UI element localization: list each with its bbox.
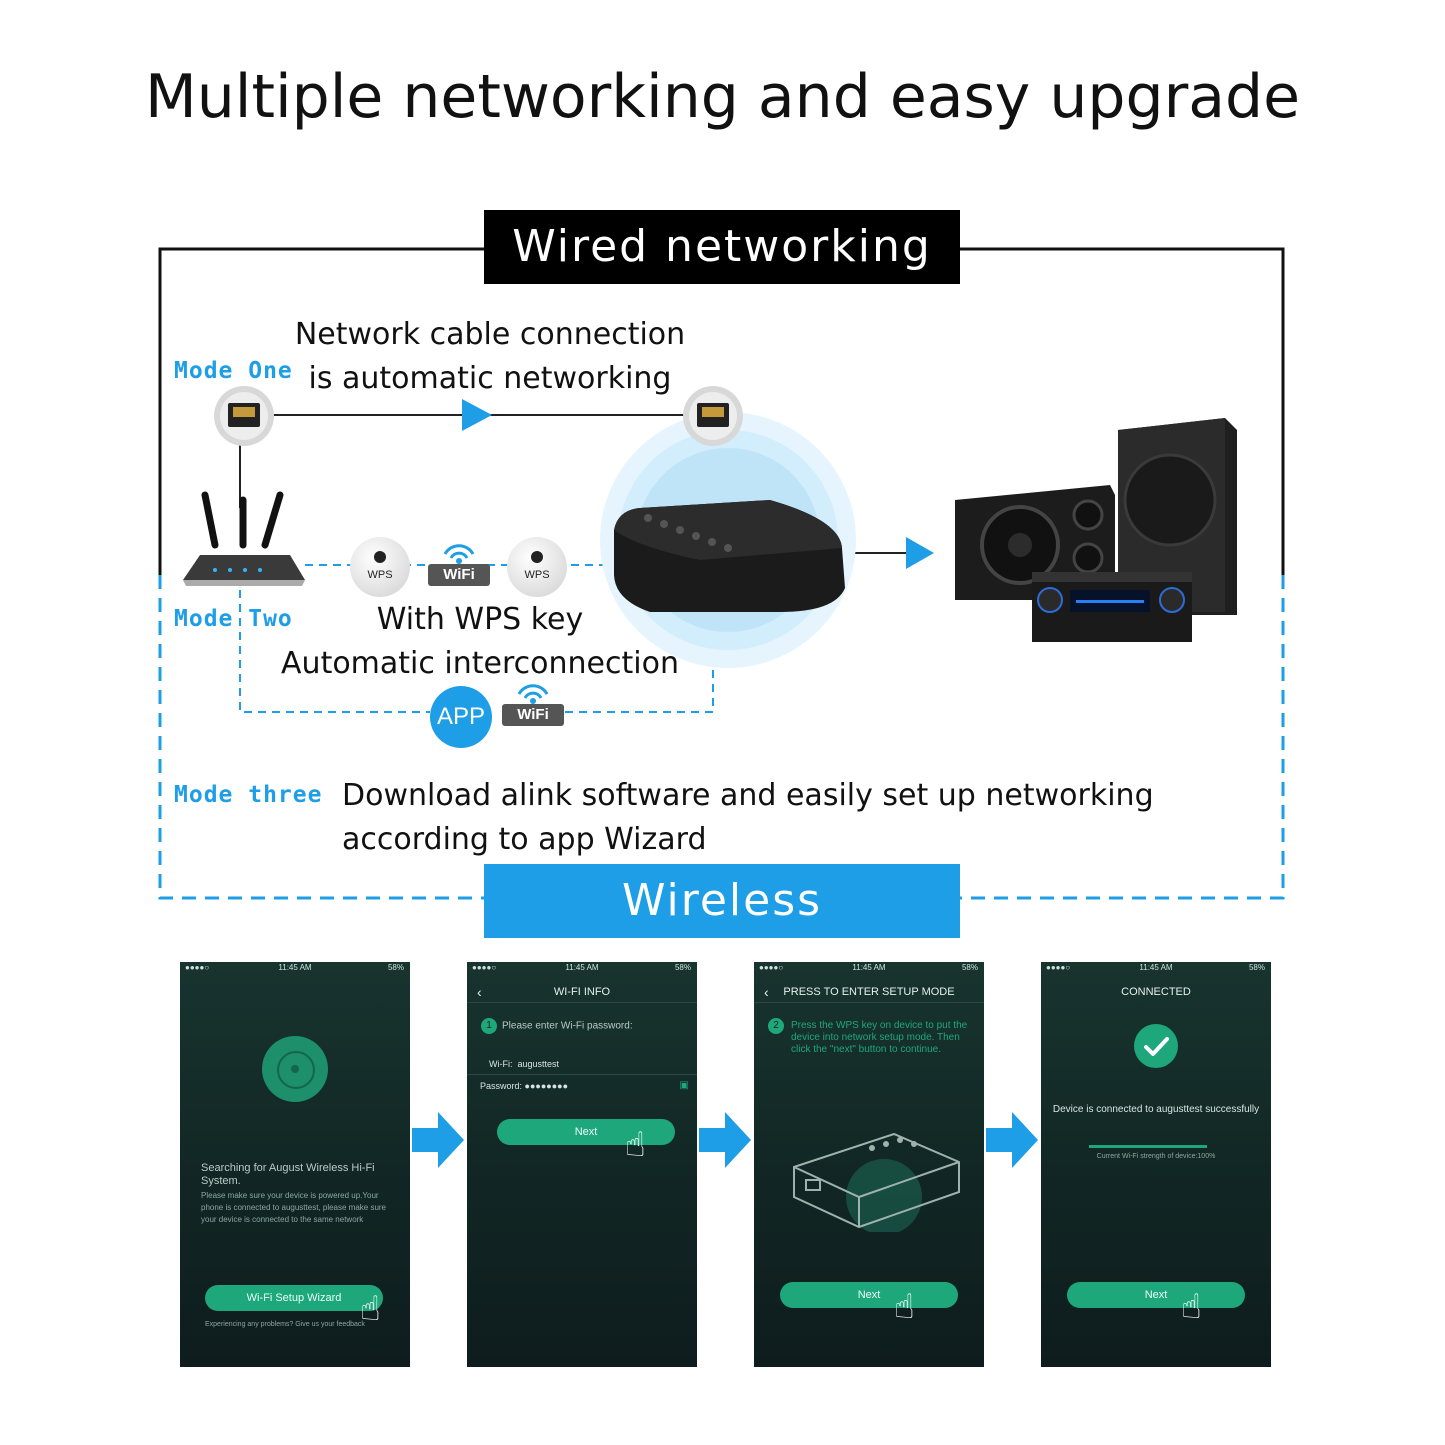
mode-two-label: Mode Two: [174, 606, 293, 632]
arrow-icon: [462, 399, 492, 431]
step-number: 2: [768, 1018, 784, 1034]
pointing-hand-icon: ☝: [360, 1290, 381, 1328]
network-diagram-lines: [158, 247, 1285, 900]
wifi-ssid-row: Wi-Fi: augusttest: [489, 1059, 560, 1069]
router-icon: [183, 491, 305, 586]
mode-three-desc-line2: according to app Wizard: [342, 822, 707, 857]
lock-icon: ▣: [679, 1080, 689, 1091]
back-icon[interactable]: ‹: [477, 984, 482, 1000]
next-step-arrow-icon: [986, 1112, 1038, 1168]
password-field[interactable]: Password: ●●●●●●●●: [480, 1081, 569, 1091]
app-icon: APP: [430, 686, 492, 748]
wps-button-icon: WPS: [507, 537, 567, 597]
pointing-hand-icon: ☝: [894, 1288, 915, 1326]
next-step-arrow-icon: [699, 1112, 751, 1168]
wireless-networking-label: Wireless networking: [484, 864, 960, 1000]
ethernet-port-icon: [214, 386, 274, 446]
screen-title: PRESS TO ENTER SETUP MODE: [783, 986, 955, 998]
searching-help-text: Please make sure your device is powered …: [201, 1191, 387, 1224]
feedback-link[interactable]: Experiencing any problems? Give us your …: [205, 1321, 365, 1328]
searching-text: Searching for August Wireless Hi-Fi Syst…: [201, 1162, 375, 1187]
screen-title: CONNECTED: [1121, 986, 1191, 998]
checkmark-icon: [1134, 1024, 1178, 1068]
wps-button-icon: WPS: [350, 537, 410, 597]
next-step-arrow-icon: [412, 1112, 464, 1168]
back-icon[interactable]: ‹: [764, 984, 769, 1000]
next-button[interactable]: Next: [1067, 1282, 1245, 1308]
connected-message: Device is connected to augusttest succes…: [1052, 1104, 1260, 1115]
device-illustration: [793, 1132, 960, 1232]
mode-three-label: Mode three: [174, 782, 323, 808]
next-button[interactable]: Next: [497, 1119, 675, 1145]
mode-one-desc-line1: Network cable connection: [294, 317, 686, 352]
mode-two-desc-line2: Automatic interconnection: [281, 646, 679, 681]
page-title: Multiple networking and easy upgrade: [144, 62, 1301, 132]
wifi-badge-icon: WiFi: [428, 540, 490, 586]
mode-two-desc-line1: With WPS key: [376, 602, 584, 637]
radar-icon: [262, 1036, 328, 1102]
step-instruction: Press the WPS key on device to put the d…: [791, 1020, 968, 1055]
signal-strength-bar: [1089, 1145, 1207, 1148]
audio-receiver-device: [614, 500, 845, 612]
wired-networking-label: Wired networking: [484, 210, 960, 284]
ethernet-port-icon: [683, 386, 743, 446]
wifi-setup-wizard-button[interactable]: Wi-Fi Setup Wizard: [205, 1285, 383, 1311]
mode-three-desc-line1: Download alink software and easily set u…: [342, 778, 1154, 813]
mode-one-desc-line2: is automatic networking: [308, 361, 672, 396]
screen-title: WI-FI INFO: [553, 986, 611, 998]
next-button[interactable]: Next: [780, 1282, 958, 1308]
signal-strength-text: Current Wi-Fi strength of device:100%: [1096, 1153, 1216, 1160]
mode-one-label: Mode One: [174, 358, 293, 384]
pointing-hand-icon: ☝: [625, 1126, 646, 1164]
pointing-hand-icon: ☝: [1181, 1288, 1202, 1326]
speaker-system-image: [955, 418, 1237, 642]
wifi-badge-icon: WiFi: [502, 680, 564, 726]
